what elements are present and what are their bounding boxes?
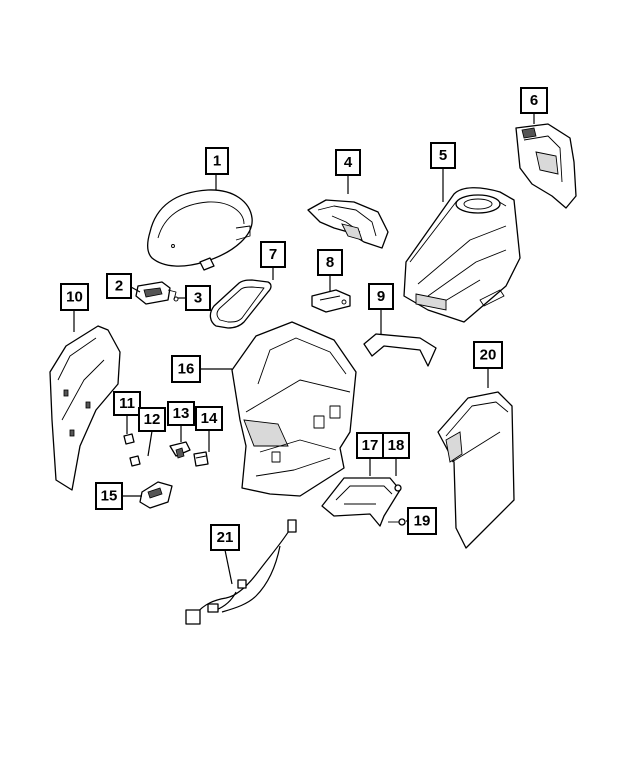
part-2-latch <box>135 281 179 305</box>
svg-text:21: 21 <box>217 529 234 546</box>
svg-text:8: 8 <box>326 254 334 271</box>
svg-text:18: 18 <box>388 437 405 454</box>
callout-20: 20 <box>473 341 503 369</box>
callout-18: 18 <box>382 432 410 459</box>
callout-9: 9 <box>368 283 394 310</box>
svg-text:2: 2 <box>115 278 123 295</box>
part-16-console-lower <box>231 321 357 497</box>
svg-text:9: 9 <box>377 288 385 305</box>
callout-13: 13 <box>167 401 195 426</box>
callout-10: 10 <box>60 283 89 311</box>
callout-16: 16 <box>171 355 201 383</box>
callout-1: 1 <box>205 147 229 175</box>
callout-6: 6 <box>520 87 548 114</box>
leader-lines <box>73 113 535 585</box>
svg-text:7: 7 <box>269 246 277 263</box>
part-19-screw <box>388 518 406 526</box>
svg-text:14: 14 <box>201 410 218 427</box>
part-4-bezel <box>307 199 389 249</box>
part-5-console-upper <box>403 187 521 323</box>
part-7-storage-mat <box>209 279 272 329</box>
callout-7: 7 <box>260 241 286 268</box>
svg-text:17: 17 <box>362 437 379 454</box>
callout-5: 5 <box>430 142 456 169</box>
callout-19: 19 <box>407 507 437 535</box>
callout-15: 15 <box>95 482 123 510</box>
svg-text:13: 13 <box>173 405 190 422</box>
svg-text:16: 16 <box>178 361 195 378</box>
callout-4: 4 <box>335 149 361 176</box>
part-6-rear-cover <box>515 123 577 209</box>
svg-text:19: 19 <box>414 513 431 530</box>
callout-2: 2 <box>106 273 132 299</box>
svg-text:5: 5 <box>439 147 447 164</box>
part-17-mounting-bracket <box>321 477 401 527</box>
svg-text:11: 11 <box>119 395 135 412</box>
svg-text:1: 1 <box>213 153 221 170</box>
part-1-armrest-lid <box>146 189 253 271</box>
callout-8: 8 <box>317 249 343 276</box>
svg-text:12: 12 <box>144 411 161 428</box>
part-15-usb-module <box>139 481 173 509</box>
part-14-connector <box>193 451 209 467</box>
part-8-switch <box>311 289 351 313</box>
svg-text:20: 20 <box>480 347 497 364</box>
callout-12: 12 <box>138 407 166 432</box>
callout-3: 3 <box>185 285 211 311</box>
part-9-trim-strip <box>363 333 437 367</box>
part-13-bracket <box>169 441 191 459</box>
svg-text:15: 15 <box>101 488 118 505</box>
callout-21: 21 <box>210 524 240 551</box>
part-11-clip <box>123 433 135 445</box>
part-21-wiring-harness <box>185 519 297 625</box>
part-10-side-panel-left <box>49 325 121 491</box>
svg-text:6: 6 <box>530 92 538 109</box>
part-20-side-panel-right <box>437 391 515 549</box>
callout-14: 14 <box>195 406 223 431</box>
svg-text:3: 3 <box>194 290 202 307</box>
svg-text:10: 10 <box>66 289 83 306</box>
callout-11: 11 <box>113 391 141 416</box>
svg-text:4: 4 <box>344 154 353 171</box>
callout-17: 17 <box>356 432 384 459</box>
part-12-clip <box>129 455 141 467</box>
part-18-fastener <box>394 484 402 492</box>
